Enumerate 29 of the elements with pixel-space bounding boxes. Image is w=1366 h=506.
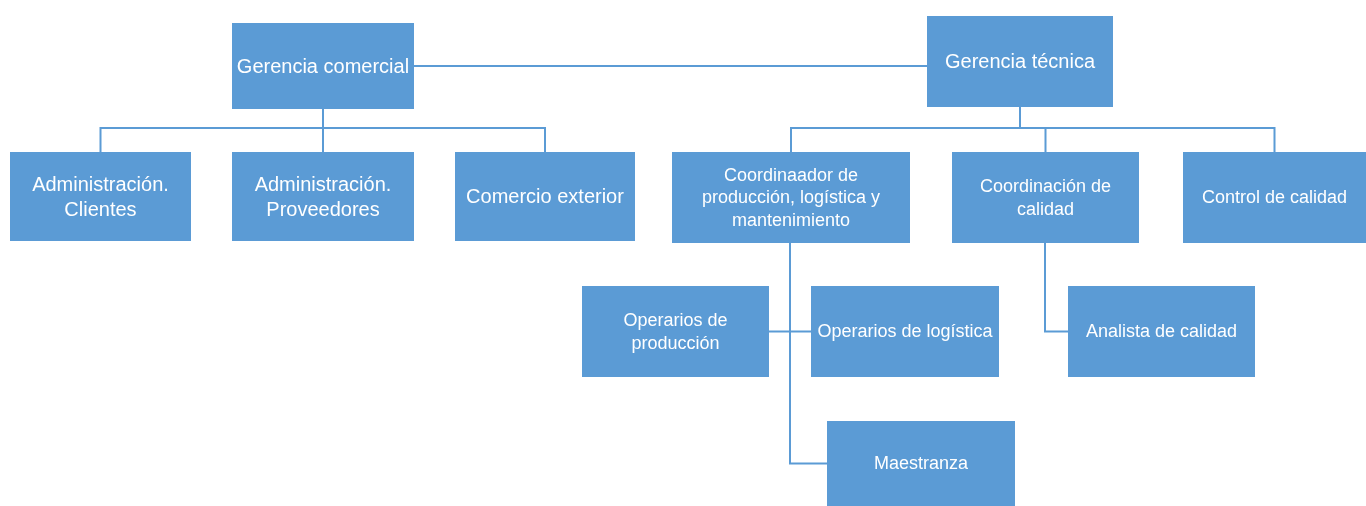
org-box	[827, 421, 1015, 506]
connector-line	[1019, 106, 1276, 153]
org-box	[927, 16, 1113, 107]
box-label: Maestranza	[873, 452, 968, 475]
org-box	[232, 152, 414, 241]
box-label: Coordinación de calidad	[978, 175, 1113, 220]
box-label: Gerencia comercial	[236, 53, 410, 79]
box-label: Operarios de producción	[622, 309, 729, 354]
org-box	[582, 286, 769, 377]
box-label: Administración. Clientes	[31, 171, 170, 222]
box-label: Administración. Proveedores	[253, 171, 393, 222]
box-label: Gerencia técnica	[944, 49, 1096, 74]
connector-line	[789, 242, 828, 465]
box-label: Control de calidad	[1201, 186, 1348, 209]
connector-line	[413, 65, 928, 67]
connector-line	[322, 108, 546, 153]
box-label: Coordinaador de producción, logística y mantenimiento	[700, 163, 882, 232]
org-box	[952, 152, 1139, 243]
org-box	[1183, 152, 1366, 243]
org-box	[1068, 286, 1255, 377]
org-box	[10, 152, 191, 241]
box-label: Comercio exterior	[466, 184, 624, 209]
org-box	[232, 23, 414, 109]
org-box	[811, 286, 999, 377]
org-box	[672, 152, 910, 243]
org-box	[455, 152, 635, 241]
box-label: Operarios de logística	[817, 320, 993, 343]
connector-line	[1044, 242, 1069, 333]
box-label: Analista de calidad	[1085, 320, 1238, 343]
